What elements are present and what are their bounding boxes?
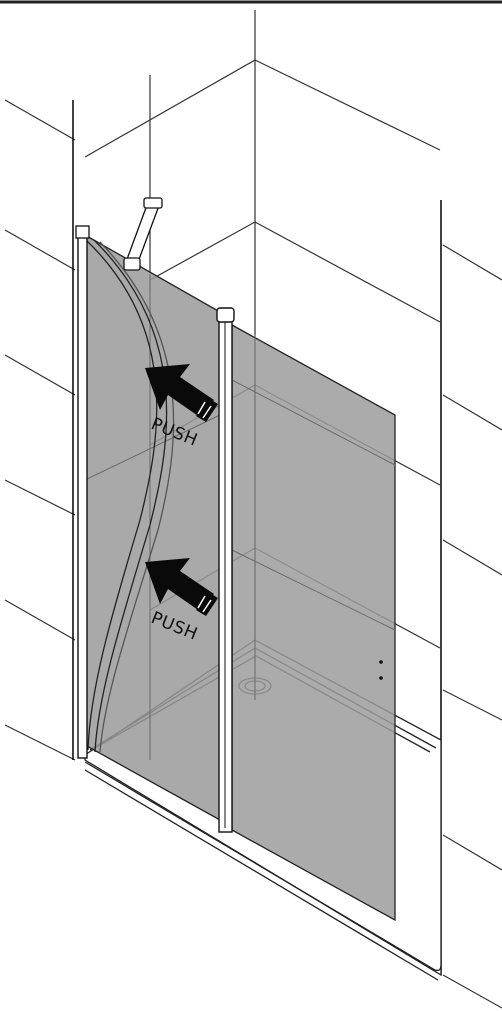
hinged-glass-door bbox=[84, 233, 221, 822]
fixed-glass-panel bbox=[231, 323, 396, 922]
door-profile-bar bbox=[216, 307, 235, 833]
push-arrow-lower-icon bbox=[145, 558, 218, 616]
push-arrow-upper-icon bbox=[145, 364, 218, 422]
flexing-door-profile bbox=[85, 239, 175, 753]
wall-hinge-profile bbox=[75, 225, 90, 759]
tile-lines-through-glass bbox=[84, 275, 396, 760]
magnet-marks bbox=[379, 660, 383, 680]
glass-panels bbox=[84, 233, 396, 922]
stabilizer-bar bbox=[123, 197, 163, 271]
